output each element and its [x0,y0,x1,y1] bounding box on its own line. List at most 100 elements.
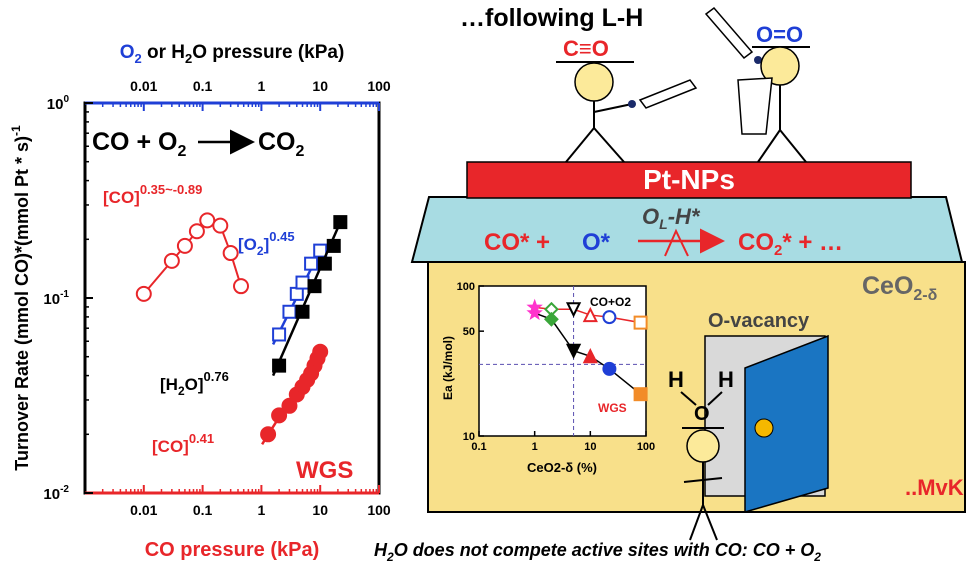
o2-leg-left [757,129,781,163]
annotation-o2-order: [O2]0.45 [238,229,295,258]
inset-x-tick-label: 0.1 [471,441,486,453]
co-figure: C≡O [556,36,698,163]
roof-co-adsorbed: CO* + [484,229,550,256]
inset-data-point [582,306,598,323]
y-tick-label: 10-1 [43,289,69,308]
top-x-tick-label: 0.01 [130,78,157,94]
inset-data-point [526,304,543,321]
top-x-tick-label: 0.1 [193,78,213,94]
data-point [272,358,287,373]
inset-x-label: CeO2-δ (%) [527,460,597,475]
data-point [233,278,250,295]
bottom-x-tick-label: 0.01 [130,502,157,518]
top-x-tick-label: 100 [367,78,391,94]
inset-y-tick-label: 100 [457,281,475,293]
data-point [176,237,193,254]
bottom-caption: H2O does not compete active sites with C… [374,540,821,562]
co-arm [593,103,633,113]
inset-x-tick-label: 10 [584,441,596,453]
roof-co2-product: CO2* + … [738,229,843,259]
data-point [333,215,348,230]
co-head [574,62,614,102]
data-point [304,256,319,271]
co-sign: C≡O [563,36,609,61]
data-point [282,304,297,319]
inset-data-point [602,361,617,376]
inset-series-co-o2: CO+O2 [590,295,631,309]
data-point [326,238,341,253]
data-point [260,426,277,443]
roof-o-adsorbed: O* [582,229,611,256]
h2o-h2: H [718,367,734,392]
reaction-product: CO2 [258,128,305,160]
data-point [281,397,298,414]
h2o-figure: H H O [668,367,734,541]
inset-y-tick-label: 50 [463,326,475,338]
data-point [163,252,180,269]
data-point [271,407,288,424]
inset-y-tick-label: 10 [463,431,475,443]
data-point [313,243,328,258]
bottom-x-tick-label: 100 [367,502,391,518]
inset-data-point [565,343,582,360]
o2-leg-right [779,129,807,163]
inset-marks [526,298,648,402]
wgs-label: WGS [296,457,353,484]
data-point [199,212,216,229]
co-hand [628,100,636,108]
top-axis-label: O2 or H2O pressure (kPa) [120,42,345,66]
co-sword [638,79,698,109]
y-tick-label: 10-2 [43,484,69,503]
y-axis-label: Turnover Rate (mmol CO)*(mmol Pt * s)-1 [9,125,32,471]
mvk-label: ..MvK [905,475,964,500]
pt-np-bar [466,161,912,199]
reaction-co-oxidation: CO + O2 [92,128,186,160]
pt-np-label: Pt-NPs [643,164,735,195]
h2o-arms [683,477,723,483]
y-tick-label: 100 [47,94,70,113]
roof-ol-h-label: OL-H* [642,204,701,232]
top-x-tick-label: 1 [258,78,266,94]
door-knob [754,418,774,438]
inset-data-point [565,302,582,318]
inset-data-point [633,315,648,330]
annotation-co-wgs-order: [CO]0.41 [152,431,214,456]
o2-figure: O=O [704,6,810,163]
co-leg-left [565,127,595,163]
left-plot-marks [135,212,348,445]
ceo2-label: CeO2-δ [862,272,938,304]
bottom-x-tick-label: 10 [312,502,328,518]
h2o-leg-left [689,504,704,541]
data-point [317,256,332,271]
door [744,334,829,513]
annotation-co-oxidation-order: [CO]0.35~-0.89 [103,182,202,207]
data-point [212,217,229,234]
co-leg-right [593,127,625,163]
data-point [312,343,329,360]
inset-frame [478,285,647,437]
data-point [222,245,239,262]
inset-data-point [544,311,559,327]
inset-x-tick-label: 1 [532,441,538,453]
o2-sword [704,6,754,60]
annotation-h2o-order: [H2O]0.76 [160,369,229,398]
scene-headline: …following L-H [460,4,643,32]
h2o-bond-left [680,391,697,406]
top-x-tick-label: 10 [312,78,328,94]
inset-data-point [582,348,598,364]
h2o-h1: H [668,367,684,392]
data-point [289,286,304,301]
bottom-x-tick-label: 0.1 [193,502,213,518]
mechanism-scene: …following L-H Pt-NPs CO* + O* OL-H* CO2… [410,4,966,541]
bottom-axis-label: CO pressure (kPa) [145,539,320,561]
inset-data-point [602,310,617,325]
h2o-o: O [694,403,710,425]
o2-shield [737,77,773,135]
data-point [188,223,205,240]
o2-hand [754,56,762,64]
o2-sign: O=O [756,22,803,47]
